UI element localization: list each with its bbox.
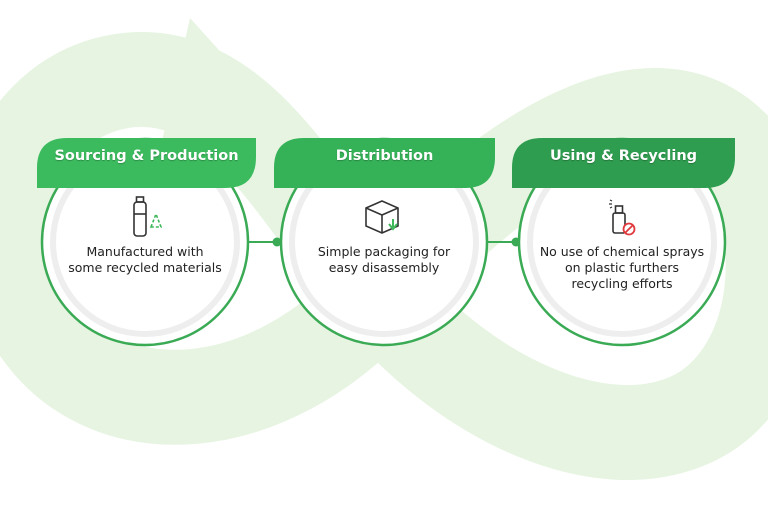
box-download-icon	[365, 200, 399, 234]
stage-3-title: Using & Recycling	[549, 148, 698, 164]
background-arrow-head	[160, 18, 300, 150]
stage-2-banner	[274, 138, 495, 188]
bottle-recycle-icon	[133, 196, 163, 237]
stage-2-description: Simple packaging for easy disassembly	[317, 244, 451, 275]
stage-3-banner	[512, 138, 735, 188]
stage-1-description: Manufactured with some recycled material…	[68, 244, 222, 275]
stage-3-description: No use of chemical sprays on plastic fur…	[539, 244, 705, 291]
stage-2-title: Distribution	[335, 148, 434, 164]
connector-dot-1	[272, 237, 282, 247]
no-spray-icon	[609, 199, 636, 236]
stage-1-title: Sourcing & Production	[54, 148, 239, 164]
stage-1-banner	[37, 138, 256, 188]
